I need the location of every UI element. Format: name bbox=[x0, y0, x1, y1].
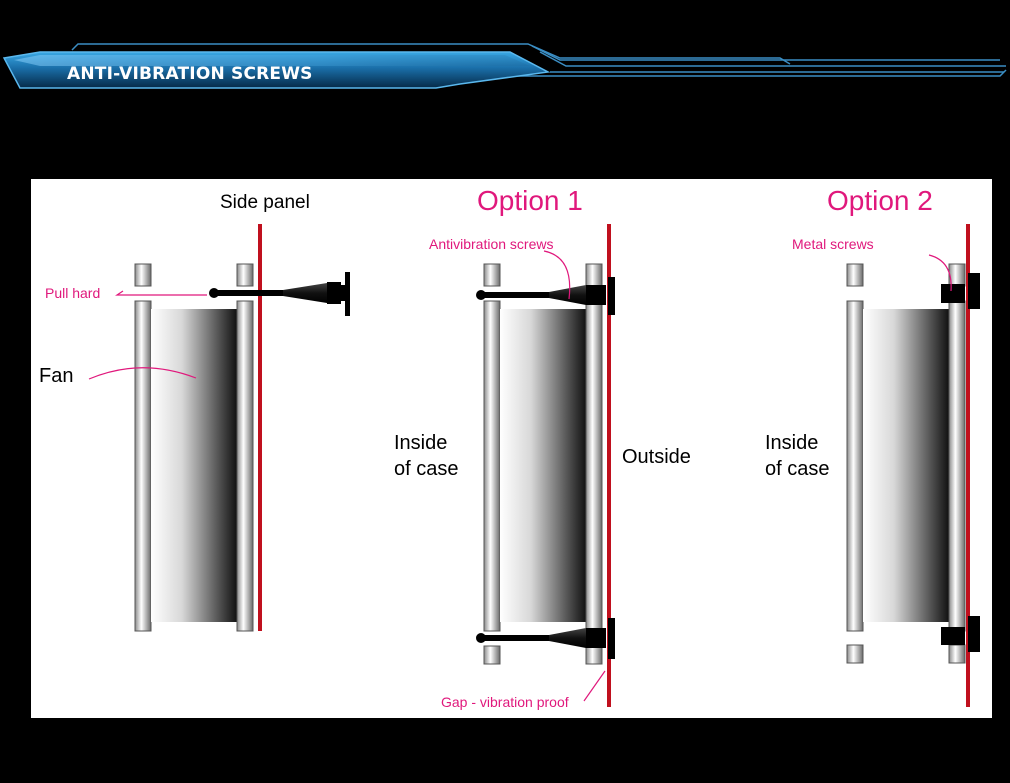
label-inside-line1: Inside bbox=[394, 432, 447, 454]
screw-icon bbox=[476, 277, 615, 315]
fan-pointer bbox=[88, 367, 197, 380]
screw-icon bbox=[476, 618, 615, 659]
fan-frame-right bbox=[236, 300, 254, 632]
label-side-panel: Side panel bbox=[220, 192, 310, 213]
title-option2: Option 2 bbox=[827, 185, 933, 216]
antivibration-pointer bbox=[543, 250, 571, 300]
label-pull-hard: Pull hard bbox=[45, 285, 100, 301]
label-antivibration-screws: Antivibration screws bbox=[429, 236, 554, 252]
fan-tab-top-left bbox=[134, 263, 152, 287]
label-outside: Outside bbox=[622, 446, 691, 468]
screw-icon bbox=[941, 273, 980, 309]
label-metal-screws: Metal screws bbox=[792, 236, 874, 252]
label-inside-line2: of case bbox=[765, 458, 829, 480]
pull-hard-pointer bbox=[115, 290, 207, 296]
screw-icon bbox=[941, 616, 980, 652]
header-banner: ANTI-VIBRATION SCREWS bbox=[2, 43, 1007, 89]
label-gap: Gap - vibration proof bbox=[441, 694, 569, 710]
header-title: ANTI-VIBRATION SCREWS bbox=[67, 64, 313, 84]
metal-screws-pointer bbox=[928, 254, 952, 292]
label-inside-line2: of case bbox=[394, 458, 458, 480]
header-decor-lines bbox=[71, 43, 1007, 77]
fan-option2 bbox=[846, 263, 966, 664]
label-fan: Fan bbox=[39, 365, 73, 387]
diagram-canvas: Side panel Pull hard Fan Option 1 Antivi… bbox=[39, 185, 980, 710]
fan-body bbox=[151, 309, 239, 622]
screw-icon bbox=[209, 272, 350, 316]
label-inside-line1: Inside bbox=[765, 432, 818, 454]
fan-frame-left bbox=[134, 300, 152, 632]
fan-option1 bbox=[483, 263, 603, 665]
fan-left bbox=[134, 263, 254, 632]
gap-pointer bbox=[583, 670, 606, 702]
fan-tab-top-right bbox=[236, 263, 254, 287]
title-option1: Option 1 bbox=[477, 185, 583, 216]
diagram-panel: Side panel Pull hard Fan Option 1 Antivi… bbox=[31, 179, 992, 718]
